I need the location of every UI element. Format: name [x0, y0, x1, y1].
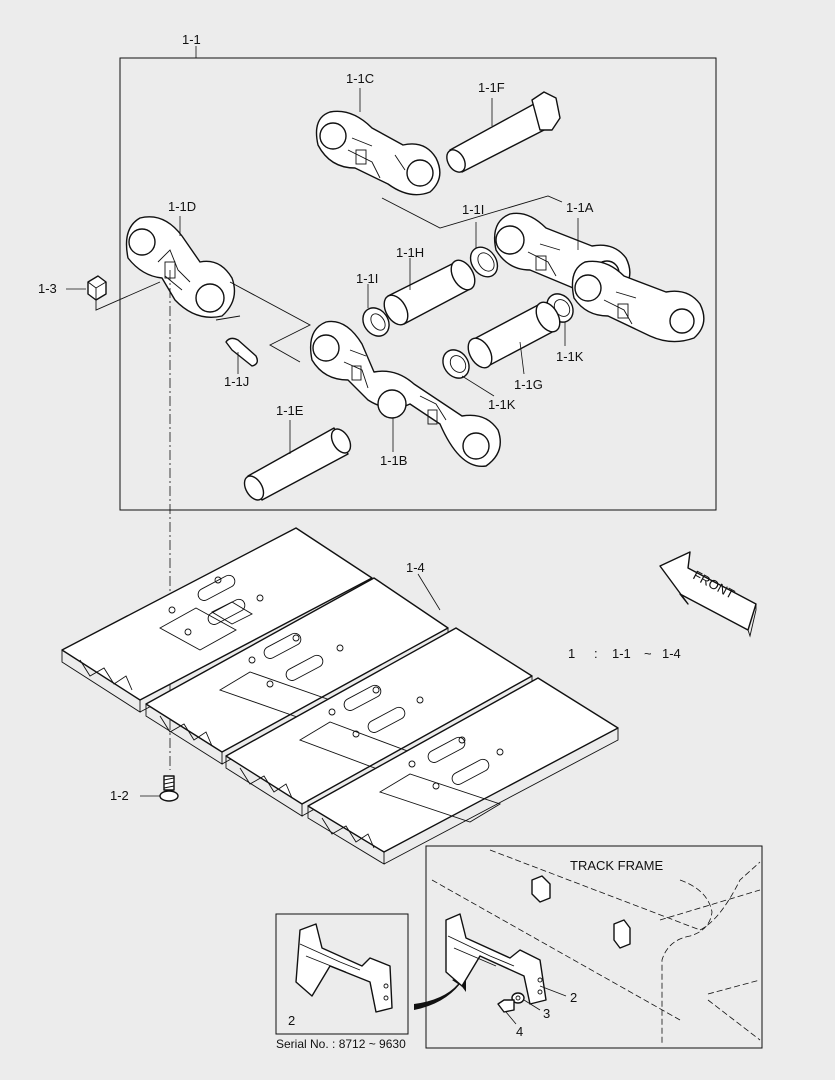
- pin-1-1j[interactable]: [225, 337, 259, 367]
- pin-1-1e[interactable]: [241, 420, 355, 503]
- link-1-1d[interactable]: [125, 216, 236, 318]
- guard-inset-box: [275, 913, 409, 1035]
- label-1-1c: 1-1C: [346, 71, 374, 86]
- track-link-assembly-frame: [119, 46, 717, 511]
- track-guard-2[interactable]: [445, 913, 567, 1005]
- kit-composition: 1 : 1-1 ~ 1-4: [568, 646, 681, 661]
- label-1-1i-left: 1-1I: [356, 271, 378, 286]
- label-1-2: 1-2: [110, 788, 129, 803]
- track-shoe-1-4[interactable]: [61, 527, 619, 865]
- kit-to: 1-4: [662, 646, 681, 661]
- bushing-1-1g[interactable]: [463, 298, 564, 375]
- seal-1-1i-top[interactable]: [465, 222, 503, 282]
- washer-3[interactable]: [511, 992, 541, 1011]
- label-guard-inset: 2: [288, 1013, 295, 1028]
- label-1-1h: 1-1H: [396, 245, 424, 260]
- kit-colon: :: [594, 646, 598, 661]
- kit-no: 1: [568, 646, 575, 661]
- kit-from: 1-1: [612, 646, 631, 661]
- label-1-1b: 1-1B: [380, 453, 407, 468]
- label-1-1e: 1-1E: [276, 403, 304, 418]
- bushing-1-1h[interactable]: [379, 256, 479, 329]
- label-guard-bolt: 4: [516, 1024, 523, 1039]
- label-1-1k-mid: 1-1K: [488, 397, 516, 412]
- seal-1-1k-mid[interactable]: [438, 345, 495, 397]
- label-1-3: 1-3: [38, 281, 57, 296]
- label-1-1f: 1-1F: [478, 80, 505, 95]
- serial-number-note: Serial No. : 8712 ~ 9630: [276, 1037, 406, 1051]
- bolt-1-2[interactable]: [140, 775, 179, 802]
- link-1-1a[interactable]: [493, 212, 705, 343]
- label-1-1: 1-1: [182, 32, 201, 47]
- label-1-1d: 1-1D: [168, 199, 196, 214]
- label-1-1i-top: 1-1I: [462, 202, 484, 217]
- label-guard: 2: [570, 990, 577, 1005]
- label-1-4: 1-4: [406, 560, 425, 575]
- link-1-1c[interactable]: [315, 110, 441, 196]
- link-1-1b[interactable]: [309, 320, 501, 467]
- label-1-1k-right: 1-1K: [556, 349, 584, 364]
- kit-tilde: ~: [644, 646, 652, 661]
- track-frame-box: [425, 845, 763, 1049]
- label-washer: 3: [543, 1006, 550, 1021]
- nut-1-3[interactable]: [66, 275, 161, 311]
- label-1-1a: 1-1A: [566, 200, 594, 215]
- pin-1-1f[interactable]: [443, 91, 561, 175]
- seal-1-1i-left[interactable]: [358, 284, 395, 341]
- label-1-1j: 1-1J: [224, 374, 249, 389]
- guard-bolt-4[interactable]: [497, 999, 517, 1025]
- track-frame-label: TRACK FRAME: [570, 858, 664, 873]
- label-1-1g: 1-1G: [514, 377, 543, 392]
